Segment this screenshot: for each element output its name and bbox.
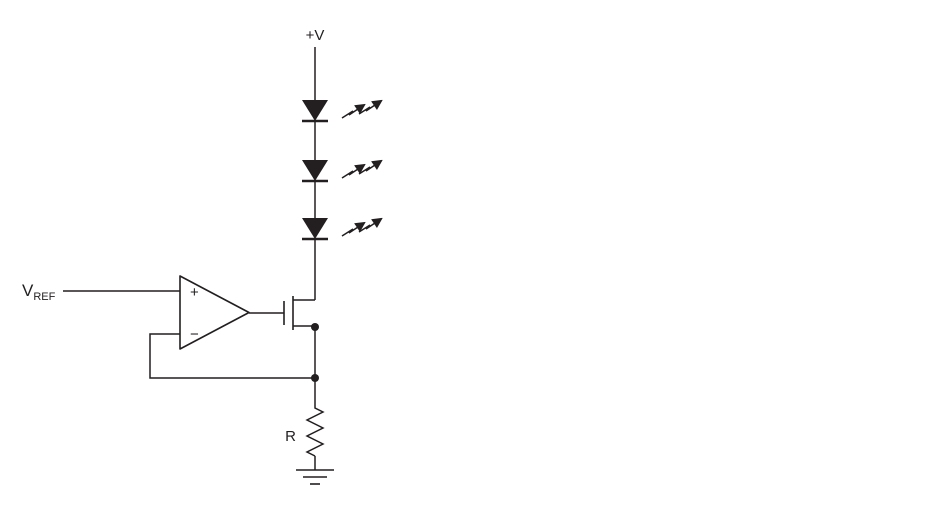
- led-anode-triangle: [302, 218, 328, 239]
- light-emission-arrow: [341, 103, 366, 119]
- wires: [63, 47, 316, 470]
- light-emission-arrow: [341, 163, 366, 179]
- opamp: + −: [179, 275, 250, 350]
- vref-label-main: V: [22, 281, 34, 300]
- resistor: R: [285, 405, 325, 457]
- supply-label: +V: [306, 27, 325, 44]
- resistor-label: R: [285, 428, 296, 445]
- mosfet: [283, 296, 315, 330]
- led-1: [302, 99, 383, 123]
- vref-label: VREF: [22, 281, 56, 303]
- feedback-wire: [149, 333, 315, 379]
- light-emission-arrow: [358, 99, 383, 115]
- resistor-zigzag: [305, 405, 325, 457]
- light-emission-arrow: [358, 217, 383, 233]
- light-emission-arrow: [341, 221, 366, 237]
- opamp-minus-label: −: [190, 326, 199, 343]
- junction-dot: [311, 374, 319, 382]
- led-2: [302, 159, 383, 183]
- opamp-body: [179, 275, 250, 350]
- opamp-plus-label: +: [190, 284, 199, 301]
- light-emission-arrow: [358, 159, 383, 175]
- junction-dot: [311, 323, 319, 331]
- vref-label-subscript: REF: [33, 291, 55, 303]
- led-anode-triangle: [302, 160, 328, 181]
- led-3: [302, 217, 383, 241]
- led-anode-triangle: [302, 100, 328, 121]
- ground-symbol: [296, 469, 334, 485]
